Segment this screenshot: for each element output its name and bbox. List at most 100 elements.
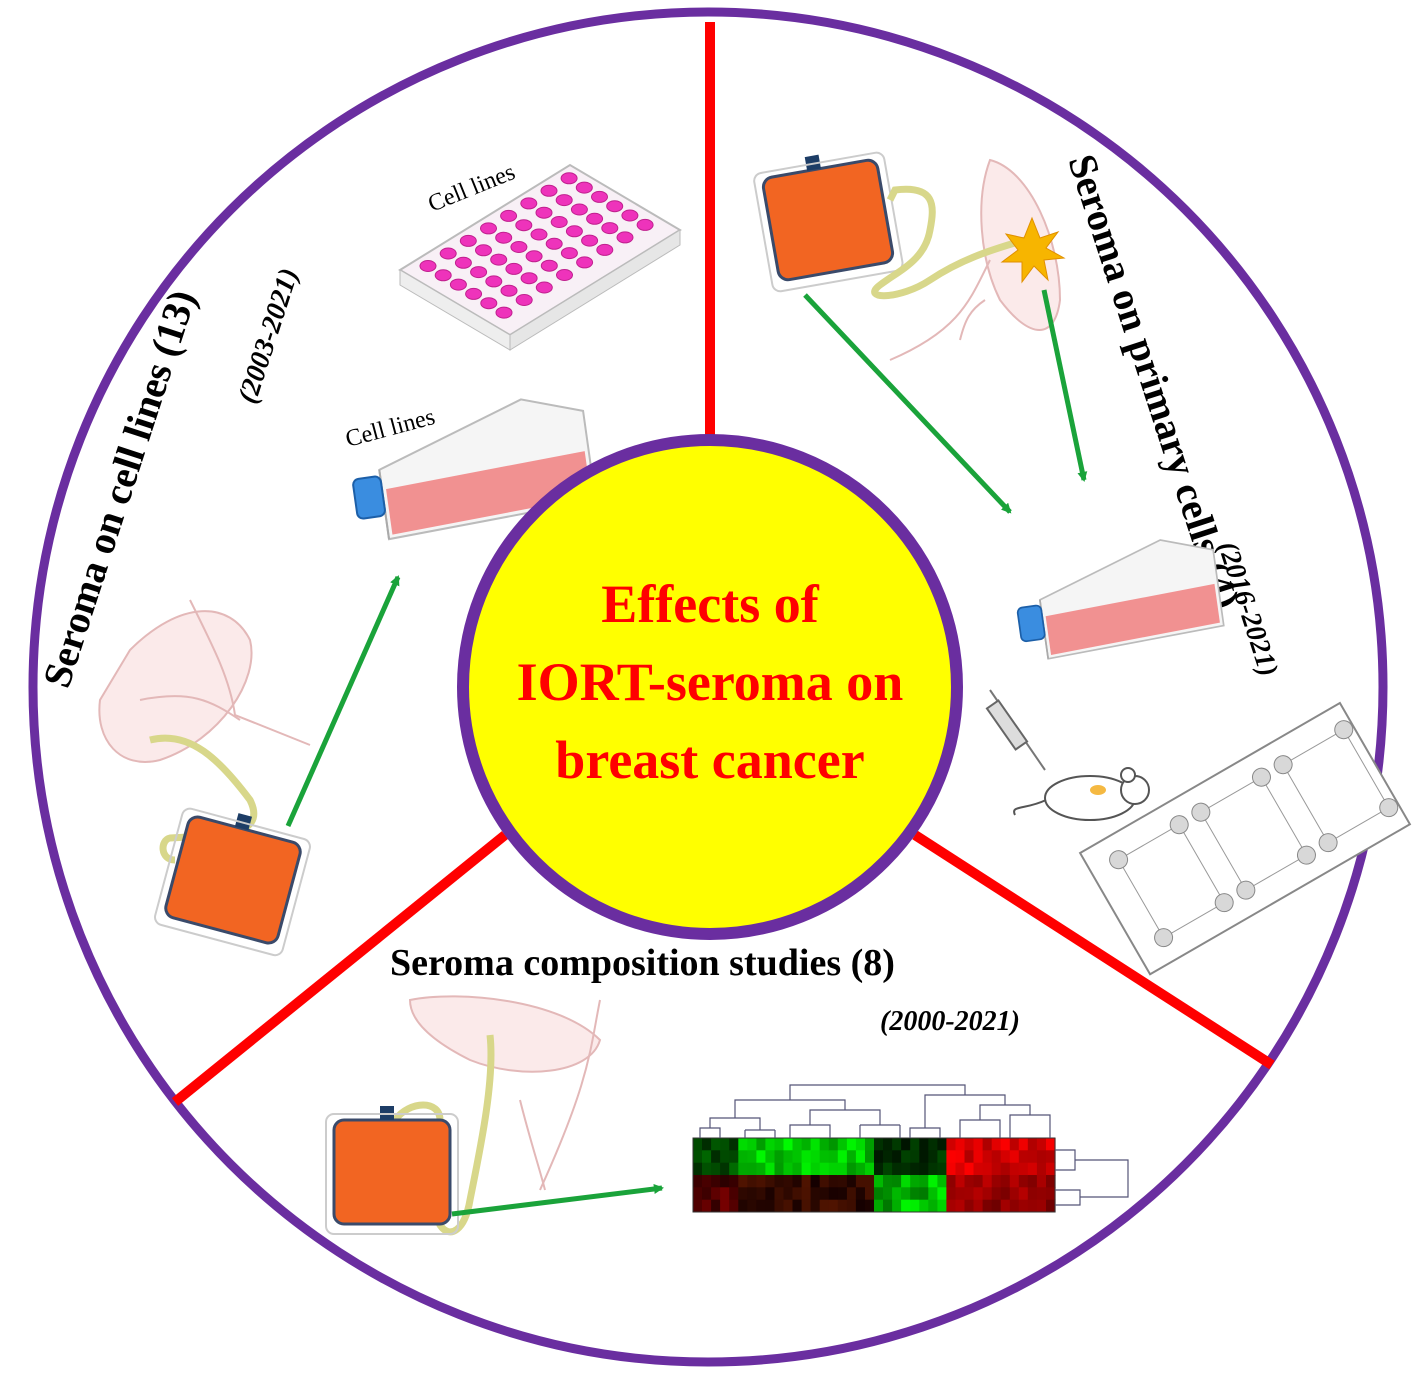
drain-tube bbox=[149, 734, 258, 864]
heatmap-cell bbox=[711, 1138, 721, 1151]
heatmap-cell bbox=[765, 1138, 775, 1151]
plate-well bbox=[555, 194, 573, 207]
heatmap-cell bbox=[937, 1138, 947, 1151]
heatmap-cell bbox=[783, 1162, 794, 1176]
heatmap-cell bbox=[810, 1150, 821, 1164]
heatmap-cell bbox=[1018, 1138, 1029, 1151]
heatmap-cell bbox=[774, 1175, 785, 1188]
plate-well bbox=[449, 278, 467, 291]
plate-well bbox=[621, 209, 639, 222]
plate-well bbox=[495, 306, 513, 319]
heatmap-cell bbox=[693, 1150, 703, 1164]
heatmap-cell bbox=[819, 1150, 830, 1164]
heatmap-cell bbox=[1018, 1162, 1029, 1176]
heatmap-cell bbox=[955, 1187, 966, 1201]
heatmap-cell bbox=[792, 1187, 803, 1201]
center-line-3: breast cancer bbox=[555, 730, 864, 790]
heatmap-cell bbox=[919, 1162, 929, 1176]
plate-well bbox=[475, 244, 492, 257]
heatmap-cell bbox=[792, 1175, 803, 1188]
plate-well bbox=[515, 219, 533, 232]
heatmap-cell bbox=[937, 1150, 947, 1164]
heatmap-cell bbox=[693, 1162, 703, 1176]
heatmap-cell bbox=[774, 1162, 785, 1176]
heatmap-cell bbox=[865, 1199, 875, 1213]
heatmap-cell bbox=[765, 1150, 775, 1164]
syringe-icon bbox=[985, 689, 1046, 771]
section-composition: Seroma composition studies (8) (2000-202… bbox=[324, 942, 1129, 1236]
heatmap-cell bbox=[819, 1175, 830, 1188]
heatmap-cell bbox=[774, 1199, 785, 1213]
heatmap-cell bbox=[738, 1150, 748, 1164]
heatmap-cell bbox=[883, 1162, 893, 1176]
heatmap-cell bbox=[801, 1150, 812, 1164]
heatmap-cell bbox=[729, 1175, 739, 1188]
heatmap-cell bbox=[846, 1187, 857, 1201]
heatmap-cell bbox=[1036, 1162, 1047, 1176]
plate-well bbox=[601, 222, 619, 235]
arrow-tumor-to-flask bbox=[1041, 289, 1088, 482]
heatmap-cell bbox=[1046, 1138, 1056, 1151]
plate-well bbox=[581, 234, 599, 247]
heatmap-cell bbox=[756, 1199, 766, 1213]
heatmap-cell bbox=[991, 1199, 1002, 1213]
heatmap-cell bbox=[729, 1199, 739, 1213]
composition-years: (2000-2021) bbox=[880, 1006, 1020, 1037]
heatmap-cell bbox=[883, 1138, 893, 1151]
heatmap-cell bbox=[1000, 1138, 1011, 1151]
heatmap-cell bbox=[720, 1138, 730, 1151]
heatmap-cell bbox=[711, 1175, 721, 1188]
plate-well bbox=[565, 225, 583, 238]
heatmap-cell bbox=[919, 1199, 929, 1213]
plate-well bbox=[540, 184, 558, 197]
heatmap-cell bbox=[837, 1150, 848, 1164]
heatmap-cell bbox=[1009, 1199, 1020, 1213]
heatmap-cell bbox=[892, 1199, 902, 1213]
heatmap-cell bbox=[828, 1138, 839, 1151]
plate-well bbox=[505, 262, 523, 275]
heatmap-cell bbox=[729, 1187, 739, 1201]
heatmap-cell bbox=[946, 1162, 956, 1176]
heatmap-cell bbox=[711, 1199, 721, 1213]
heatmap-cell bbox=[828, 1150, 839, 1164]
heatmap-cell bbox=[955, 1199, 966, 1213]
heatmap-cell bbox=[729, 1150, 739, 1164]
heatmap-cell bbox=[828, 1175, 839, 1188]
breast-sketch bbox=[98, 599, 311, 763]
heatmap-cell bbox=[910, 1175, 920, 1188]
chip-port bbox=[1251, 767, 1271, 787]
heatmap-cell bbox=[765, 1175, 775, 1188]
heatmap-cell bbox=[991, 1187, 1002, 1201]
heatmap-cell bbox=[1027, 1138, 1038, 1151]
plate-well bbox=[535, 281, 553, 294]
heatmap-cell bbox=[865, 1187, 875, 1201]
heatmap-cell bbox=[801, 1199, 812, 1213]
heatmap-cell bbox=[955, 1138, 966, 1151]
heatmap-cell bbox=[837, 1187, 848, 1201]
heatmap-cell bbox=[1036, 1187, 1047, 1201]
heatmap-cell bbox=[693, 1175, 703, 1188]
chip-port bbox=[1154, 928, 1174, 948]
heatmap-cell bbox=[991, 1150, 1002, 1164]
heatmap-cell bbox=[765, 1199, 775, 1213]
heatmap-cell bbox=[810, 1199, 821, 1213]
heatmap-cell bbox=[702, 1162, 712, 1176]
heatmap-cell bbox=[955, 1162, 966, 1176]
heatmap-cell bbox=[783, 1150, 794, 1164]
heatmap-cell bbox=[901, 1199, 911, 1213]
heatmap-cell bbox=[964, 1150, 975, 1164]
plate-well bbox=[480, 222, 497, 235]
plate-well bbox=[520, 272, 538, 285]
heatmap-cell bbox=[901, 1175, 911, 1188]
plate-well bbox=[434, 269, 452, 282]
heatmap-cell bbox=[801, 1175, 812, 1188]
heatmap-cell bbox=[702, 1138, 712, 1151]
heatmap-cell bbox=[747, 1162, 757, 1176]
plate-well bbox=[454, 256, 472, 269]
heatmap-cell bbox=[946, 1138, 956, 1151]
heatmap-cell bbox=[774, 1187, 785, 1201]
drain-tube bbox=[871, 185, 1026, 300]
chip-port bbox=[1296, 845, 1316, 865]
heatmap-cell bbox=[964, 1187, 975, 1201]
